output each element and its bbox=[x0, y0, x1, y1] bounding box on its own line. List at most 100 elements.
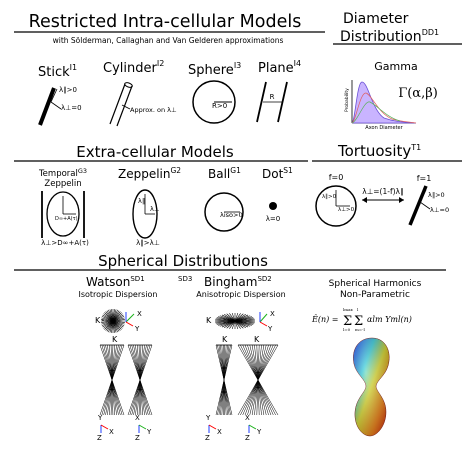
watson-axis-x-br: X bbox=[135, 414, 140, 422]
bingham-axis-y-br: Y bbox=[256, 428, 262, 436]
stick-perp-arrow bbox=[50, 101, 62, 110]
watson-axis-x-top: X bbox=[137, 310, 142, 318]
watson-hourglass-front bbox=[99, 344, 125, 416]
watson-star bbox=[101, 309, 125, 333]
watson-kappa-mid: K bbox=[112, 335, 118, 344]
svg-text:l=0: l=0 bbox=[343, 327, 351, 332]
cylinder-title: CylinderI2 bbox=[103, 59, 164, 76]
tortuosity-stick-shape bbox=[408, 185, 428, 226]
bingham-axis-x-top: X bbox=[270, 310, 275, 318]
tortuosity-right-label: f=1 bbox=[417, 174, 432, 183]
bingham-axes-top bbox=[259, 312, 268, 327]
watson-hourglass-side bbox=[127, 344, 153, 416]
temporal-zeppelin-label-bottom: λ⊥>D∞+A(τ) bbox=[41, 239, 89, 247]
bingham-hourglass-narrow bbox=[215, 344, 233, 416]
bingham-axes-bottom bbox=[208, 424, 257, 433]
svg-text:Σ: Σ bbox=[354, 314, 363, 329]
plane-line-left bbox=[256, 81, 267, 123]
watson-axes-top bbox=[125, 312, 135, 327]
dot-title: DotS1 bbox=[262, 166, 293, 181]
bingham-axis-z-br: Z bbox=[245, 434, 250, 442]
bingham-kappa-top: K bbox=[206, 316, 212, 325]
gamma-plot bbox=[351, 80, 417, 124]
tortuosity-ball-shape bbox=[315, 185, 357, 227]
ball-title: BallG1 bbox=[208, 166, 241, 181]
svg-text:Ê(n) =: Ê(n) = bbox=[311, 315, 338, 324]
ball-shape bbox=[204, 192, 244, 232]
watson-kappa-top: K bbox=[95, 316, 101, 325]
plane-title: PlaneI4 bbox=[258, 59, 301, 76]
dot-shape bbox=[269, 202, 277, 210]
watson-axis-z-br: Z bbox=[135, 434, 140, 442]
svg-text:l: l bbox=[357, 307, 359, 312]
svg-text:lmax: lmax bbox=[343, 307, 353, 312]
bingham-title: BinghamSD2 bbox=[204, 275, 272, 289]
cylinder-label: Approx. on λ⊥ bbox=[130, 106, 177, 114]
zeppelin-label-bottom: λ∥>λ⊥ bbox=[136, 239, 160, 247]
stick-shape bbox=[38, 87, 56, 126]
watson-axis-y-br: Y bbox=[146, 428, 152, 436]
sphere-label: R>0 bbox=[212, 102, 227, 110]
tortuosity-stick-perp-arrow bbox=[419, 201, 431, 210]
gamma-formula: Γ(α,β) bbox=[398, 86, 438, 101]
stick-label-parallel: λ∥>0 bbox=[59, 86, 77, 94]
stick-parallel-arrow bbox=[50, 88, 58, 103]
temporal-zeppelin-shape bbox=[41, 191, 85, 238]
watson-axis-z-bl: Z bbox=[97, 434, 102, 442]
diameter-title-line2: DistributionDD1 bbox=[340, 28, 439, 45]
gamma-ylabel: Probability bbox=[344, 88, 350, 112]
bingham-subtitle: Anisotropic Dispersion bbox=[196, 290, 285, 299]
svg-text:Σ: Σ bbox=[343, 314, 352, 329]
svg-text:αlm Yml(n): αlm Yml(n) bbox=[367, 315, 412, 324]
tortuosity-title: TortuosityT1 bbox=[337, 142, 421, 160]
tortuosity-ball-label-perp: λ⊥>0 bbox=[338, 207, 355, 213]
watson-subtitle: Isotropic Dispersion bbox=[78, 290, 157, 299]
cylinder-shape bbox=[109, 82, 133, 127]
bingham-kappa-mid-1: K bbox=[222, 335, 228, 344]
harmonics-glyph bbox=[353, 337, 390, 437]
tortuosity-left-label: f=0 bbox=[329, 173, 344, 182]
gamma-title: Gamma bbox=[374, 60, 417, 73]
plane-label: R bbox=[270, 93, 275, 101]
bingham-axis-y-bl: Y bbox=[205, 414, 211, 422]
stick-label-perp: λ⊥=0 bbox=[61, 104, 82, 112]
cylinder-arrow bbox=[121, 104, 131, 110]
middle-sup: SD3 bbox=[178, 275, 192, 283]
diameter-title-line1: Diameter bbox=[343, 11, 409, 27]
svg-text:m=-l: m=-l bbox=[355, 327, 365, 332]
ball-label: λiso>0 bbox=[220, 211, 243, 219]
tortuosity-ball-label-parallel: λ∥>0 bbox=[322, 193, 337, 200]
bingham-hourglass-wide bbox=[237, 344, 279, 416]
sphere-shape bbox=[192, 80, 236, 124]
temporal-zeppelin-label-inner: D∞+A(τ) bbox=[55, 216, 78, 222]
bingham-axis-x-br: X bbox=[245, 414, 250, 422]
harmonics-title-line2: Non-Parametric bbox=[340, 290, 410, 300]
gamma-xlabel: Axon Diameter bbox=[365, 125, 403, 131]
watson-axis-x-bl: X bbox=[109, 428, 114, 436]
spherical-title: Spherical Distributions bbox=[98, 252, 268, 270]
watson-axis-y-bl: Y bbox=[97, 414, 103, 422]
zeppelin-label-perp: λ⊥ bbox=[150, 205, 160, 213]
watson-title: WatsonSD1 bbox=[86, 275, 145, 289]
extra-title: Extra-cellular Models bbox=[76, 143, 234, 161]
harmonics-formula: Ê(n) = Σ lmax l=0 Σ l m=-l αlm Yml(n) bbox=[311, 307, 412, 332]
bingham-fan bbox=[215, 312, 255, 330]
dot-label: λ=0 bbox=[266, 215, 280, 223]
restricted-subtitle: with Sölderman, Callaghan and Van Gelder… bbox=[53, 36, 284, 45]
bingham-axis-y-top: Y bbox=[267, 325, 273, 333]
tortuosity-stick-label-parallel: λ∥>0 bbox=[428, 191, 445, 199]
watson-axis-y-top: Y bbox=[134, 325, 140, 333]
restricted-title: Restricted Intra-cellular Models bbox=[29, 12, 302, 32]
tortuosity-arrowheads bbox=[362, 197, 404, 203]
tortuosity-relation: λ⊥=(1-f)λ∥ bbox=[362, 187, 403, 196]
sphere-title: SphereI3 bbox=[188, 61, 241, 78]
tortuosity-stick-parallel-arrow bbox=[419, 189, 427, 203]
tortuosity-stick-label-perp: λ⊥=0 bbox=[430, 206, 449, 214]
gamma-curve bbox=[351, 81, 417, 124]
bingham-kappa-mid-2: K bbox=[254, 335, 260, 344]
watson-axes-bottom bbox=[100, 424, 147, 433]
bingham-axis-z-bl: Z bbox=[205, 434, 210, 442]
zeppelin-shape bbox=[132, 189, 158, 239]
